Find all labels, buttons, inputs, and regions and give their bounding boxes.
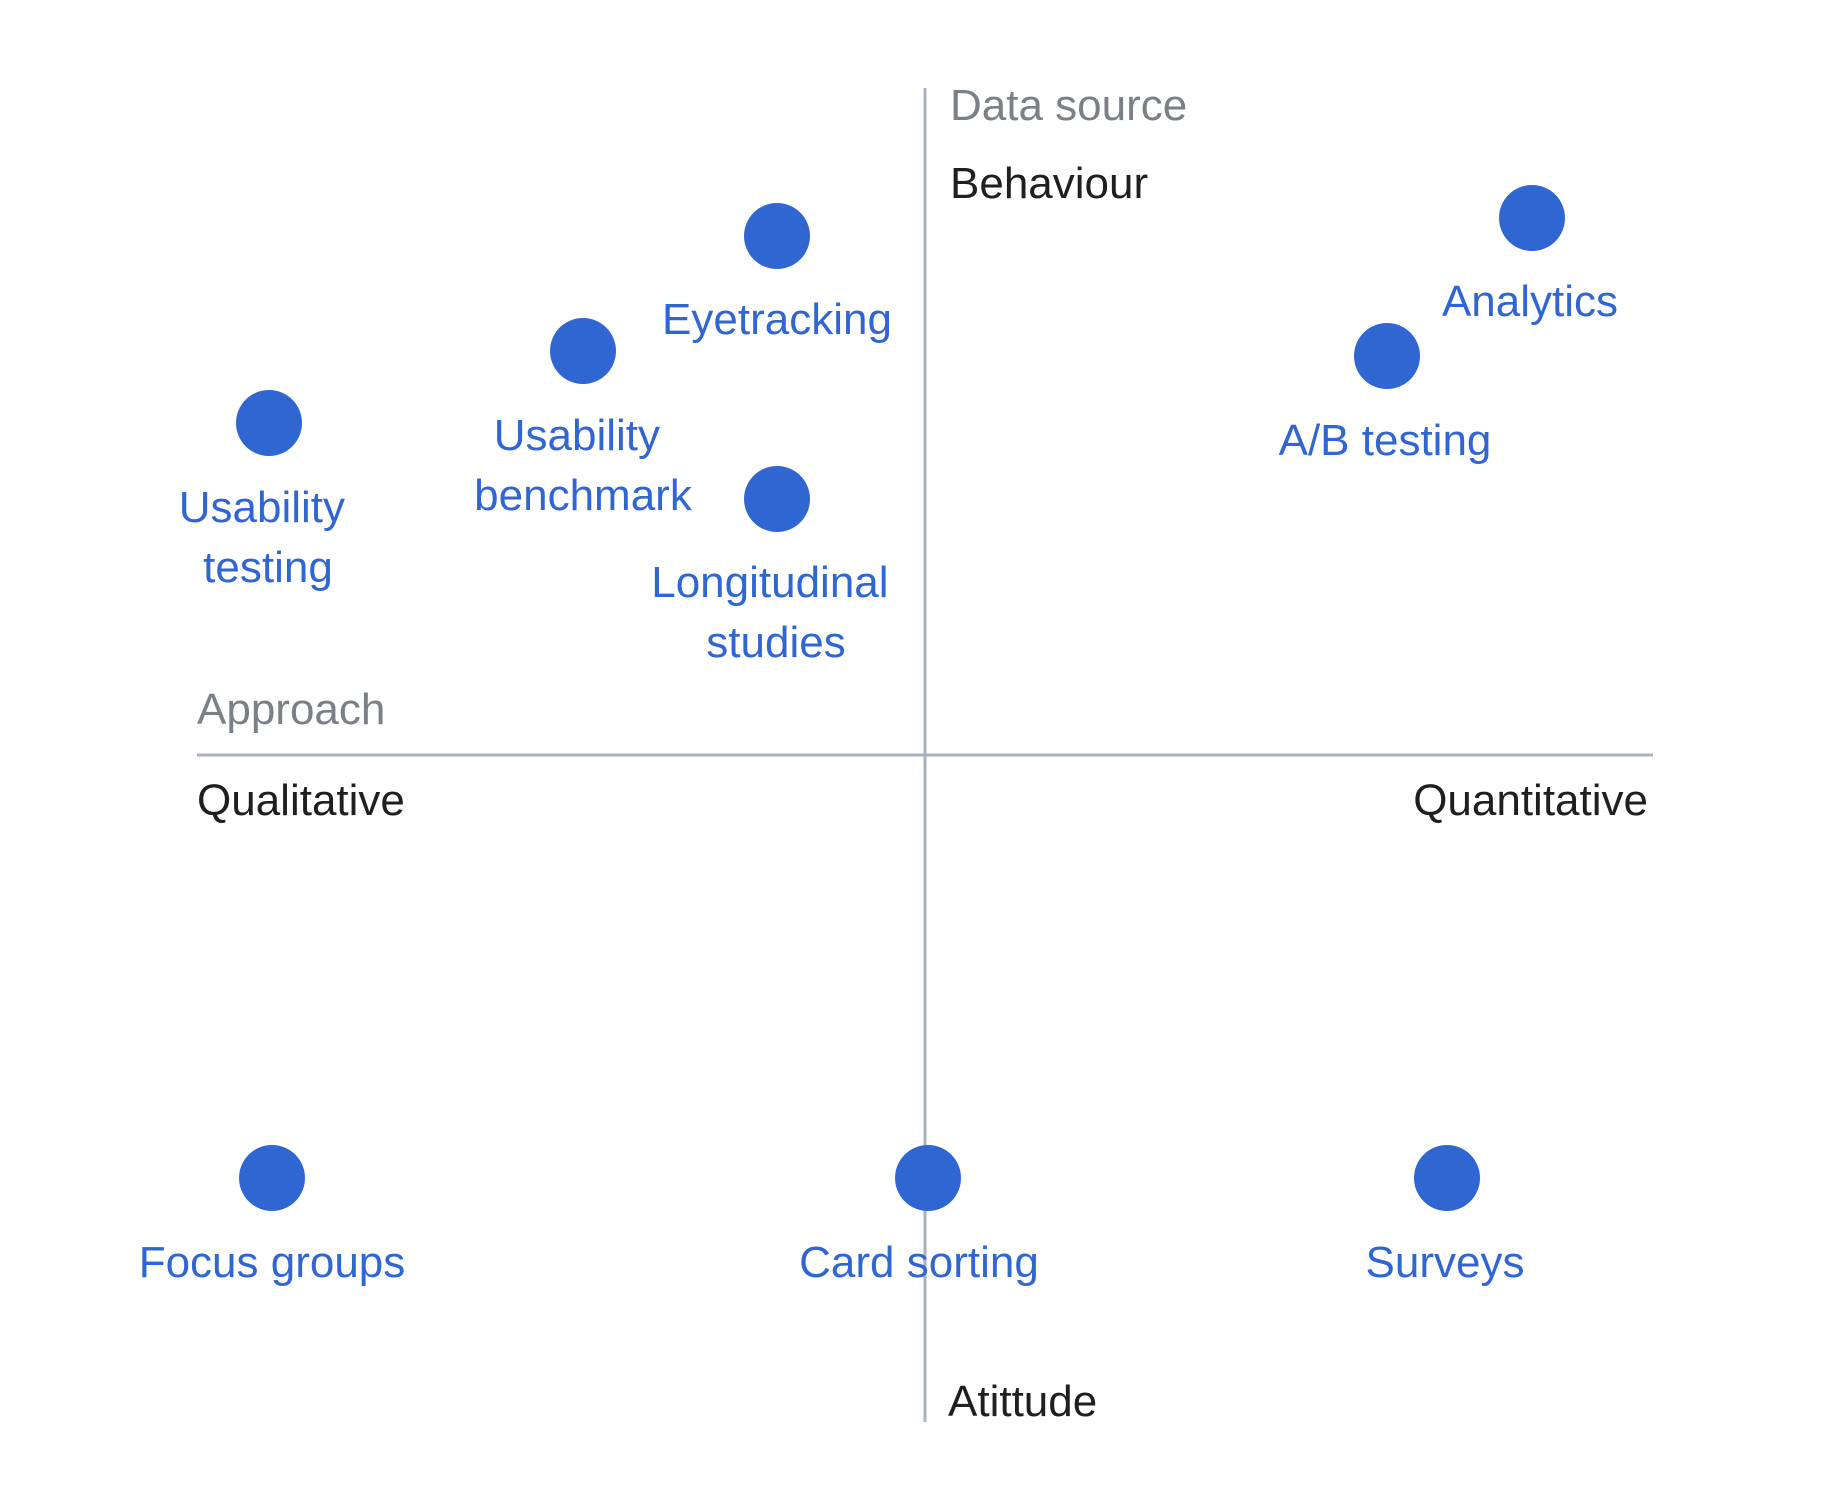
method-longitudinal-studies: Longitudinal studies <box>651 466 901 667</box>
method-dot <box>1499 185 1565 251</box>
method-label: Eyetracking <box>662 295 892 344</box>
method-dot <box>1414 1145 1480 1211</box>
method-surveys: Surveys <box>1366 1145 1525 1287</box>
method-label: Usability testing <box>179 483 358 592</box>
horizontal-axis-right-label: Quantitative <box>1413 776 1648 825</box>
vertical-axis-bottom-label: Atittude <box>948 1377 1097 1426</box>
method-label: Analytics <box>1442 277 1618 326</box>
method-focus-groups: Focus groups <box>139 1145 406 1287</box>
method-dot <box>550 318 616 384</box>
method-dot <box>744 466 810 532</box>
horizontal-axis-left-label: Qualitative <box>197 776 405 825</box>
method-label: Focus groups <box>139 1238 406 1287</box>
method-usability-testing: Usability testing <box>179 390 358 592</box>
method-ab-testing: A/B testing <box>1279 323 1492 465</box>
method-usability-benchmark: Usability benchmark <box>474 318 693 520</box>
method-analytics: Analytics <box>1442 185 1618 326</box>
method-label: A/B testing <box>1279 416 1492 465</box>
method-card-sorting: Card sorting <box>799 1145 1039 1287</box>
method-dot <box>744 203 810 269</box>
method-label: Card sorting <box>799 1238 1039 1287</box>
vertical-axis-top-label: Behaviour <box>950 159 1148 208</box>
vertical-axis-title: Data source <box>950 81 1187 130</box>
method-label: Surveys <box>1366 1238 1525 1287</box>
horizontal-axis-title: Approach <box>197 685 385 734</box>
method-dot <box>239 1145 305 1211</box>
method-dot <box>1354 323 1420 389</box>
method-eyetracking: Eyetracking <box>662 203 892 344</box>
method-label: Usability benchmark <box>474 411 693 520</box>
method-dot <box>236 390 302 456</box>
method-label: Longitudinal studies <box>651 558 901 667</box>
method-dot <box>895 1145 961 1211</box>
